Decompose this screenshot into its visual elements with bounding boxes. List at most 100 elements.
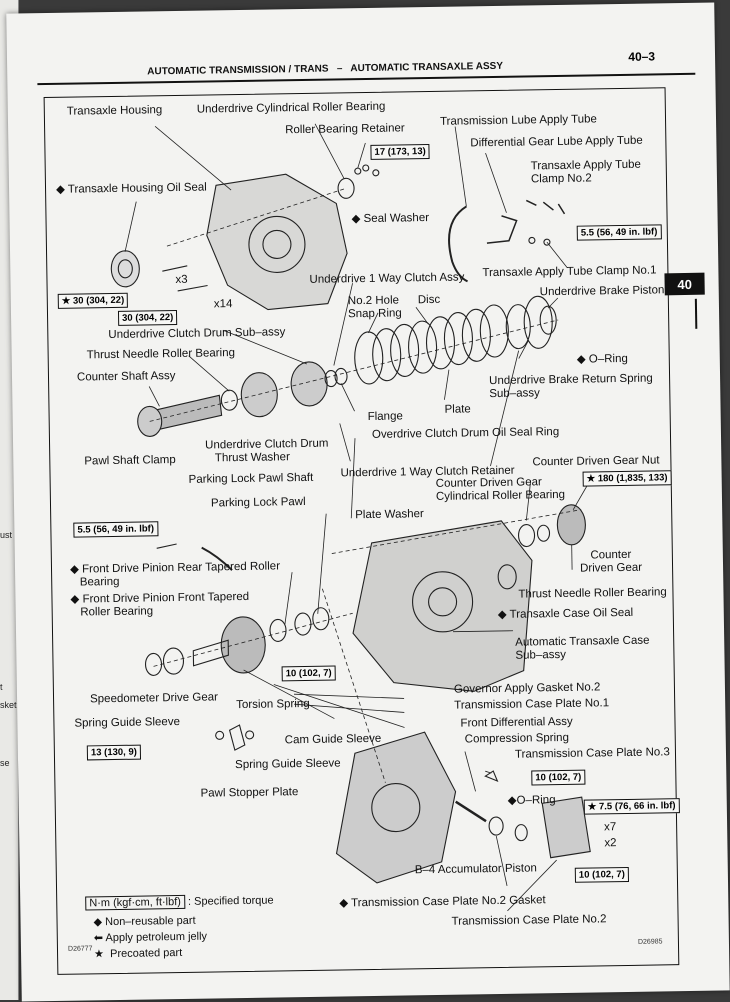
label-ud-clutch-drum: Underdrive Clutch Drum Sub–assy	[108, 326, 285, 342]
label-line: Cylindrical Roller Bearing	[436, 489, 565, 503]
torque-box: 17 (173, 13)	[370, 144, 429, 160]
label-line: Counter Driven Gear	[436, 476, 542, 490]
label-line: Automatic Transaxle Case	[515, 635, 649, 649]
transaxle-housing-part	[206, 173, 348, 310]
label-x3: x3	[175, 274, 187, 287]
label-ud-brake-piston: Underdrive Brake Piston	[540, 284, 665, 299]
subsection-title: AUTOMATIC TRANSAXLE ASSY	[350, 61, 503, 74]
label-disc: Disc	[418, 294, 441, 307]
label-spring-guide-sleeve-2: Spring Guide Sleeve	[235, 757, 341, 772]
label-cdg-nut: Counter Driven Gear Nut	[532, 454, 659, 469]
header-dash: –	[337, 63, 343, 74]
label-o-ring-2: ◆O–Ring	[508, 794, 556, 808]
label-x14: x14	[214, 298, 233, 311]
label-line: Transaxle Apply Tube	[531, 159, 641, 173]
torque-value: 30 (304, 22)	[73, 295, 124, 307]
label-ud-drum-washer: Underdrive Clutch Drum Thrust Washer	[205, 438, 329, 466]
label-ud-1way-clutch-assy: Underdrive 1 Way Clutch Assy	[309, 271, 464, 286]
arrow-left-icon: ⬅	[94, 932, 103, 944]
label-thrust-needle: Thrust Needle Roller Bearing	[87, 347, 235, 362]
label-trans-lube-tube: Transmission Lube Apply Tube	[440, 113, 597, 128]
ud-clutch-drum-part	[291, 362, 328, 407]
label-transaxle-housing: Transaxle Housing	[67, 104, 163, 118]
label-parking-pawl: Parking Lock Pawl	[211, 496, 306, 510]
label-line: Thrust Washer	[215, 451, 290, 464]
torque-box: 30 (304, 22)	[118, 310, 177, 326]
left-page-fragment: t	[0, 682, 3, 692]
label-fdp-rear: ◆ Front Drive Pinion Rear Tapered Roller…	[70, 560, 280, 589]
label-case-plate3: Transmission Case Plate No.3	[515, 746, 670, 761]
label-line: Driven Gear	[580, 562, 642, 575]
label-o-ring-1: ◆ O–Ring	[577, 353, 628, 367]
torque-box: ★ 180 (1,835, 133)	[583, 470, 672, 486]
legend-precoated: ★ Precoated part	[94, 946, 182, 960]
transaxle-case-part	[351, 520, 534, 693]
label-front-diff: Front Differential Assy	[460, 716, 572, 731]
star-icon: ★	[94, 948, 104, 960]
label-line: No.2 Hole	[348, 294, 399, 307]
manual-page: AUTOMATIC TRANSMISSION / TRANS – AUTOMAT…	[6, 3, 729, 1002]
torque-box: ★ 30 (304, 22)	[58, 293, 129, 309]
legend-precoated-text: Precoated part	[110, 947, 182, 960]
legend-torque-box: N·m (kgf·cm, ft·lbf)	[85, 895, 185, 911]
front-differential-part	[221, 617, 266, 674]
label-line: Clamp No.2	[531, 172, 592, 185]
label-pawl-stopper: Pawl Stopper Plate	[200, 786, 298, 801]
tab-marker	[695, 299, 697, 329]
label-diff-lube-tube: Differential Gear Lube Apply Tube	[470, 135, 643, 151]
label-line: Sub–assy	[489, 387, 540, 400]
label-case-oil-seal: ◆ Transaxle Case Oil Seal	[498, 607, 634, 622]
roller-bearing-part	[338, 178, 354, 198]
label-plate-washer: Plate Washer	[355, 508, 424, 522]
label-roller-bearing-retainer: Roller Bearing Retainer	[285, 122, 405, 137]
label-housing-oil-seal: ◆ Transaxle Housing Oil Seal	[56, 181, 207, 196]
torque-box: 10 (102, 7)	[531, 770, 585, 786]
left-page-fragment: se	[0, 758, 10, 768]
label-fdp-front: ◆ Front Drive Pinion Front Tapered Rolle…	[70, 591, 249, 620]
label-line: Snap Ring	[348, 307, 402, 320]
label-line: Roller Bearing	[80, 605, 153, 618]
label-line: Underdrive Clutch Drum	[205, 438, 329, 452]
figure-code-left: D26777	[68, 945, 93, 952]
label-line: Bearing	[80, 576, 120, 589]
left-page-fragment: sket	[0, 700, 17, 710]
label-compression-spring: Compression Spring	[465, 732, 569, 747]
left-page-fragment: ust	[0, 530, 12, 540]
label-governor-gasket: Governor Apply Gasket No.2	[454, 681, 601, 696]
lube-tube-part	[449, 206, 468, 281]
torque-box: 5.5 (56, 49 in. lbf)	[577, 224, 662, 240]
label-torsion-spring: Torsion Spring	[236, 698, 310, 712]
torque-box: 13 (130, 9)	[87, 745, 141, 761]
torque-box: 5.5 (56, 49 in. lbf)	[73, 521, 158, 537]
legend-petroleum: ⬅ Apply petroleum jelly	[94, 930, 207, 945]
legend-torque-text: : Specified torque	[188, 895, 274, 908]
label-pawl-shaft-clamp: Pawl Shaft Clamp	[84, 454, 176, 468]
label-x2: x2	[604, 837, 616, 850]
label-case-plate2: Transmission Case Plate No.2	[452, 913, 607, 928]
legend-non-reusable: ◆ Non–reusable part	[93, 914, 195, 929]
label-speedo-gear: Speedometer Drive Gear	[90, 691, 218, 706]
torque-box: ★ 7.5 (76, 66 in. lbf)	[584, 798, 680, 815]
legend-petroleum-text: Apply petroleum jelly	[105, 931, 207, 945]
label-line: ◆ Front Drive Pinion Rear Tapered Roller	[70, 560, 280, 575]
torque-box: 10 (102, 7)	[575, 867, 629, 883]
label-case-plate1: Transmission Case Plate No.1	[454, 697, 609, 712]
label-line: Underdrive Brake Return Spring	[489, 373, 653, 388]
torque-value: 180 (1,835, 133)	[598, 472, 668, 484]
label-parking-pawl-shaft: Parking Lock Pawl Shaft	[189, 472, 314, 487]
diagram-frame: Transaxle Housing Underdrive Cylindrical…	[44, 87, 680, 975]
label-x7: x7	[604, 821, 616, 834]
label-line: Sub–assy	[515, 649, 566, 662]
section-title: AUTOMATIC TRANSMISSION / TRANS	[147, 64, 328, 78]
label-flange: Flange	[368, 410, 403, 424]
section-tab: 40	[664, 273, 704, 296]
label-tube-clamp1: Transaxle Apply Tube Clamp No.1	[482, 264, 656, 280]
label-b4-piston: B–4 Accumulator Piston	[415, 862, 537, 877]
torque-box: 10 (102, 7)	[282, 666, 336, 682]
torque-value: 7.5 (76, 66 in. lbf)	[599, 800, 676, 812]
